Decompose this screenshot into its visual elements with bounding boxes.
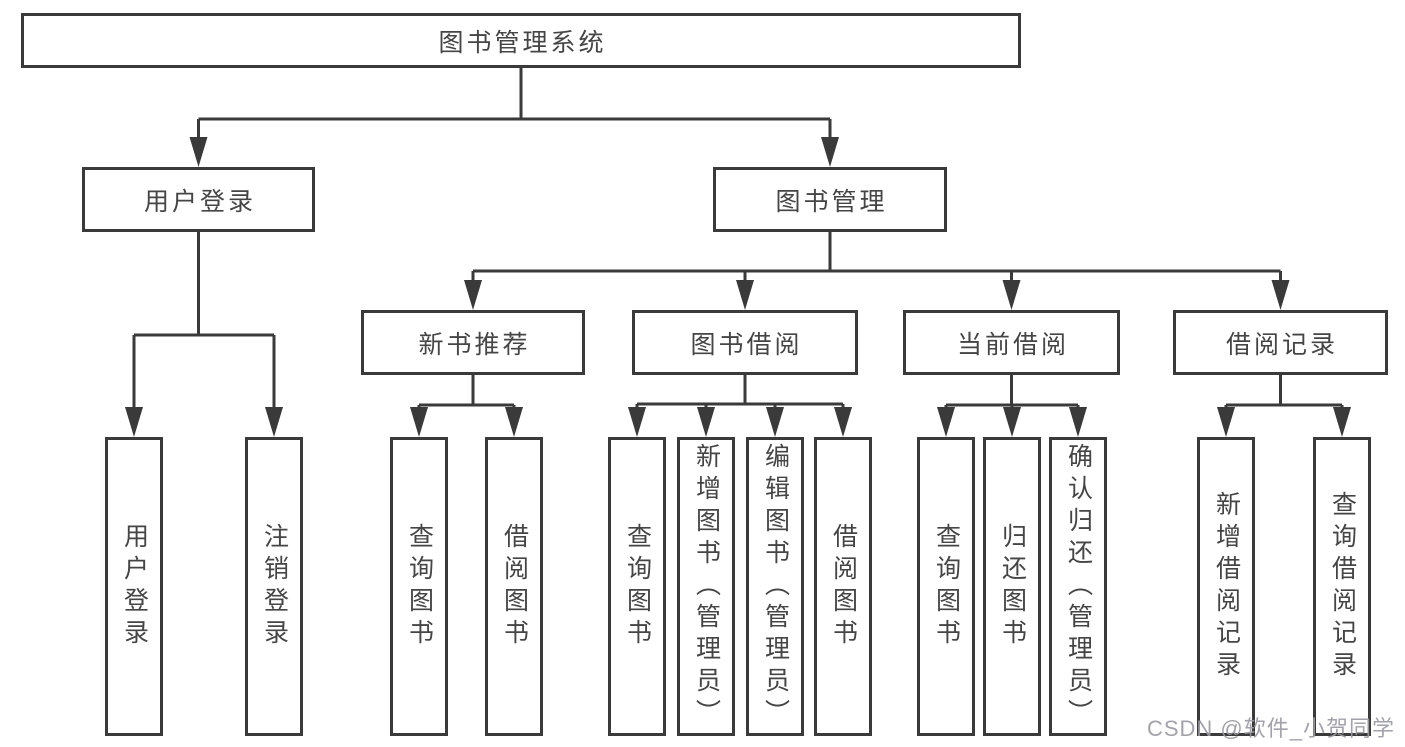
- node-book-borrow: 图书借阅: [632, 310, 858, 375]
- connector-current-borrow-children: [937, 375, 1087, 437]
- leaf-logout: 注销登录: [245, 437, 303, 736]
- arrowhead-icon: [766, 407, 784, 437]
- arrowhead-icon: [189, 137, 208, 167]
- leaf-user-login: 用户登录: [105, 437, 163, 736]
- node-user-login: 用户登录: [82, 167, 315, 232]
- arrowhead-icon: [265, 407, 283, 437]
- csdn-watermark: CSDN @软件_小贺同学: [1146, 716, 1395, 741]
- arrowhead-icon: [937, 407, 955, 437]
- leaf-current-confirm-return-admin: 确认归还（管理员）: [1049, 437, 1107, 736]
- connector-user-login-children: [125, 232, 283, 437]
- leaf-records-query-record: 查询借阅记录: [1313, 437, 1371, 736]
- node-current-borrow: 当前借阅: [903, 310, 1120, 375]
- node-new-book-recommend: 新书推荐: [361, 310, 585, 375]
- arrowhead-icon: [628, 407, 646, 437]
- leaf-records-add-record: 新增借阅记录: [1197, 437, 1255, 736]
- leaf-borrow-edit-books-admin: 编辑图书（管理员）: [746, 437, 804, 736]
- connector-borrow-records-children: [1217, 375, 1351, 437]
- connector-book-management-children: [464, 232, 1290, 310]
- arrowhead-icon: [736, 280, 754, 310]
- arrowhead-icon: [1069, 407, 1087, 437]
- leaf-current-return-books: 归还图书: [983, 437, 1041, 736]
- arrowhead-icon: [1002, 280, 1021, 310]
- node-library-system: 图书管理系统: [21, 13, 1021, 68]
- leaf-borrow-query-books: 查询图书: [608, 437, 666, 736]
- arrowhead-icon: [125, 407, 143, 437]
- leaf-recommend-query-books: 查询图书: [390, 437, 448, 736]
- arrowhead-icon: [1271, 280, 1290, 310]
- node-borrow-records: 借阅记录: [1173, 310, 1388, 375]
- arrowhead-icon: [1217, 407, 1235, 437]
- leaf-current-query-books: 查询图书: [917, 437, 975, 736]
- arrowhead-icon: [410, 407, 428, 437]
- node-book-management: 图书管理: [713, 167, 947, 232]
- arrowhead-icon: [821, 137, 839, 167]
- connector-new-book-recommend-children: [410, 375, 523, 437]
- leaf-recommend-borrow-books: 借阅图书: [485, 437, 543, 736]
- arrowhead-icon: [697, 407, 715, 437]
- arrowhead-icon: [1333, 407, 1351, 437]
- arrowhead-icon: [1003, 407, 1021, 437]
- leaf-borrow-borrow-books: 借阅图书: [814, 437, 872, 736]
- connector-book-borrow-children: [628, 375, 852, 437]
- connector-root-to-level2: [189, 68, 839, 167]
- leaf-borrow-add-books-admin: 新增图书（管理员）: [677, 437, 735, 736]
- arrowhead-icon: [505, 407, 523, 437]
- arrowhead-icon: [834, 407, 852, 437]
- arrowhead-icon: [464, 280, 482, 310]
